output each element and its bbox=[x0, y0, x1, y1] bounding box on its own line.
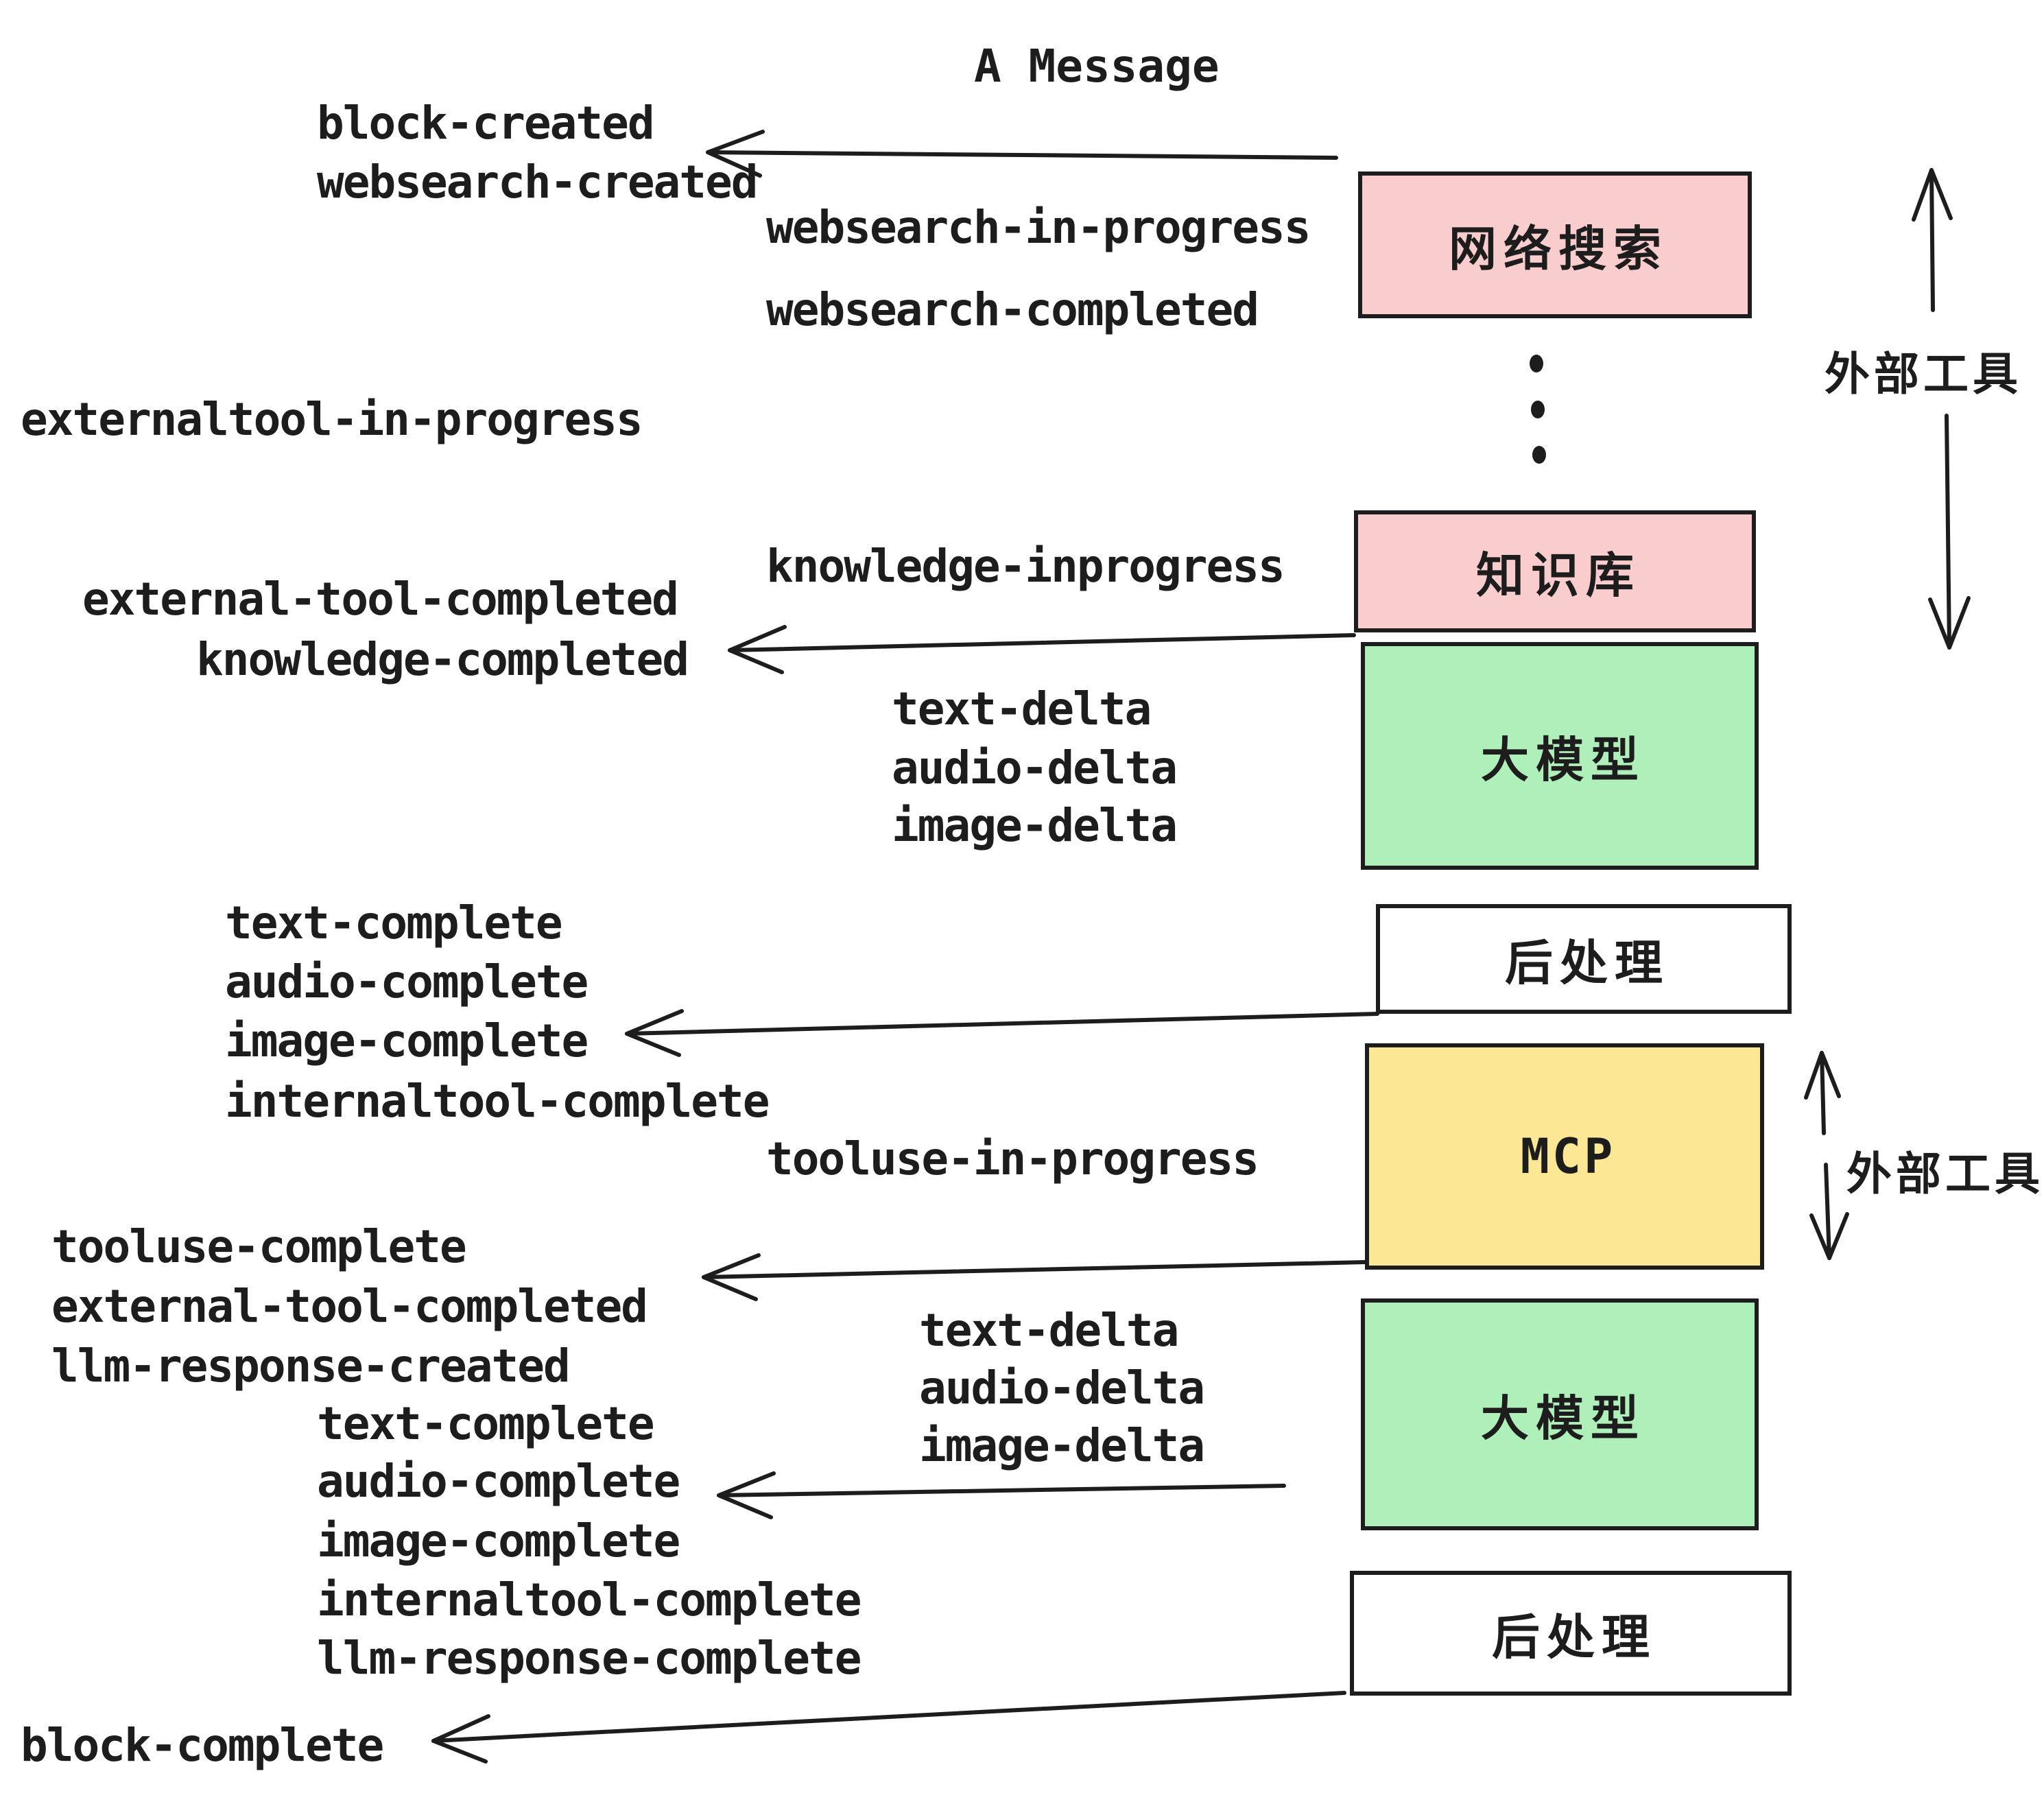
event-knowledge-completed: knowledge-completed bbox=[196, 633, 689, 686]
event-text-complete-2: text-complete bbox=[317, 1397, 655, 1450]
event-websearch-created: websearch-created bbox=[317, 156, 759, 209]
mcp-box-label: MCP bbox=[1520, 1128, 1616, 1185]
event-tooluse-complete: tooluse-complete bbox=[51, 1220, 467, 1273]
event-external-tool-completed-1: external-tool-completed bbox=[82, 573, 679, 626]
event-image-complete-2: image-complete bbox=[317, 1515, 680, 1567]
llm-box-2-label: 大模型 bbox=[1481, 1390, 1645, 1447]
external-tools-span-arrow-top bbox=[1912, 168, 1971, 650]
arrow-block-complete bbox=[431, 1691, 1346, 1764]
event-llm-response-created: llm-response-created bbox=[51, 1340, 571, 1392]
event-block-complete: block-complete bbox=[21, 1719, 384, 1772]
event-internaltool-complete-1: internaltool-complete bbox=[225, 1075, 770, 1128]
event-audio-complete-2: audio-complete bbox=[317, 1455, 680, 1508]
knowledge-box-label: 知识库 bbox=[1476, 547, 1641, 604]
event-knowledge-inprogress: knowledge-inprogress bbox=[766, 540, 1285, 593]
event-audio-delta-2: audio-delta bbox=[919, 1362, 1205, 1414]
arrow-audio-complete bbox=[717, 1471, 1286, 1519]
websearch-box-label: 网络搜索 bbox=[1449, 220, 1668, 277]
arrow-block-created bbox=[706, 130, 1338, 178]
llm-box-2: 大模型 bbox=[1361, 1298, 1759, 1530]
llm-box-1: 大模型 bbox=[1361, 642, 1759, 870]
external-tools-label-mcp: 外部工具 bbox=[1846, 1148, 2044, 1200]
diagram-title: A Message bbox=[974, 40, 1220, 93]
event-text-complete-1: text-complete bbox=[225, 897, 563, 949]
event-audio-complete-1: audio-complete bbox=[225, 956, 589, 1008]
event-external-tool-completed-2: external-tool-completed bbox=[51, 1280, 648, 1333]
websearch-box: 网络搜索 bbox=[1358, 171, 1752, 318]
arrow-image-complete bbox=[625, 1009, 1379, 1057]
external-tools-span-arrow-mcp bbox=[1804, 1051, 1849, 1260]
knowledge-box: 知识库 bbox=[1354, 510, 1756, 632]
event-internaltool-complete-2: internaltool-complete bbox=[317, 1574, 861, 1626]
mcp-box: MCP bbox=[1365, 1043, 1764, 1270]
postprocess-box-1: 后处理 bbox=[1376, 904, 1792, 1014]
event-websearch-completed: websearch-completed bbox=[766, 283, 1259, 336]
event-image-delta-2: image-delta bbox=[919, 1419, 1205, 1472]
ellipsis-dots bbox=[1530, 355, 1546, 464]
external-tools-label-top: 外部工具 bbox=[1825, 348, 2022, 401]
postprocess-box-2-label: 后处理 bbox=[1492, 1609, 1656, 1665]
postprocess-box-1-label: 后处理 bbox=[1505, 934, 1669, 991]
arrow-knowledge-completed bbox=[728, 625, 1356, 674]
arrow-tooluse-complete bbox=[702, 1253, 1367, 1301]
event-audio-delta-1: audio-delta bbox=[892, 741, 1178, 794]
event-tooluse-in-progress: tooluse-in-progress bbox=[766, 1132, 1259, 1185]
postprocess-box-2: 后处理 bbox=[1350, 1571, 1792, 1696]
event-image-complete-1: image-complete bbox=[225, 1014, 589, 1067]
event-image-delta-1: image-delta bbox=[892, 799, 1178, 852]
event-llm-response-complete: llm-response-complete bbox=[317, 1632, 861, 1685]
event-externaltool-in-progress: externaltool-in-progress bbox=[21, 393, 643, 446]
event-text-delta-2: text-delta bbox=[919, 1304, 1179, 1357]
event-block-created: block-created bbox=[317, 97, 655, 150]
event-websearch-in-progress: websearch-in-progress bbox=[766, 201, 1311, 254]
event-text-delta-1: text-delta bbox=[892, 683, 1152, 735]
llm-box-1-label: 大模型 bbox=[1481, 731, 1645, 788]
